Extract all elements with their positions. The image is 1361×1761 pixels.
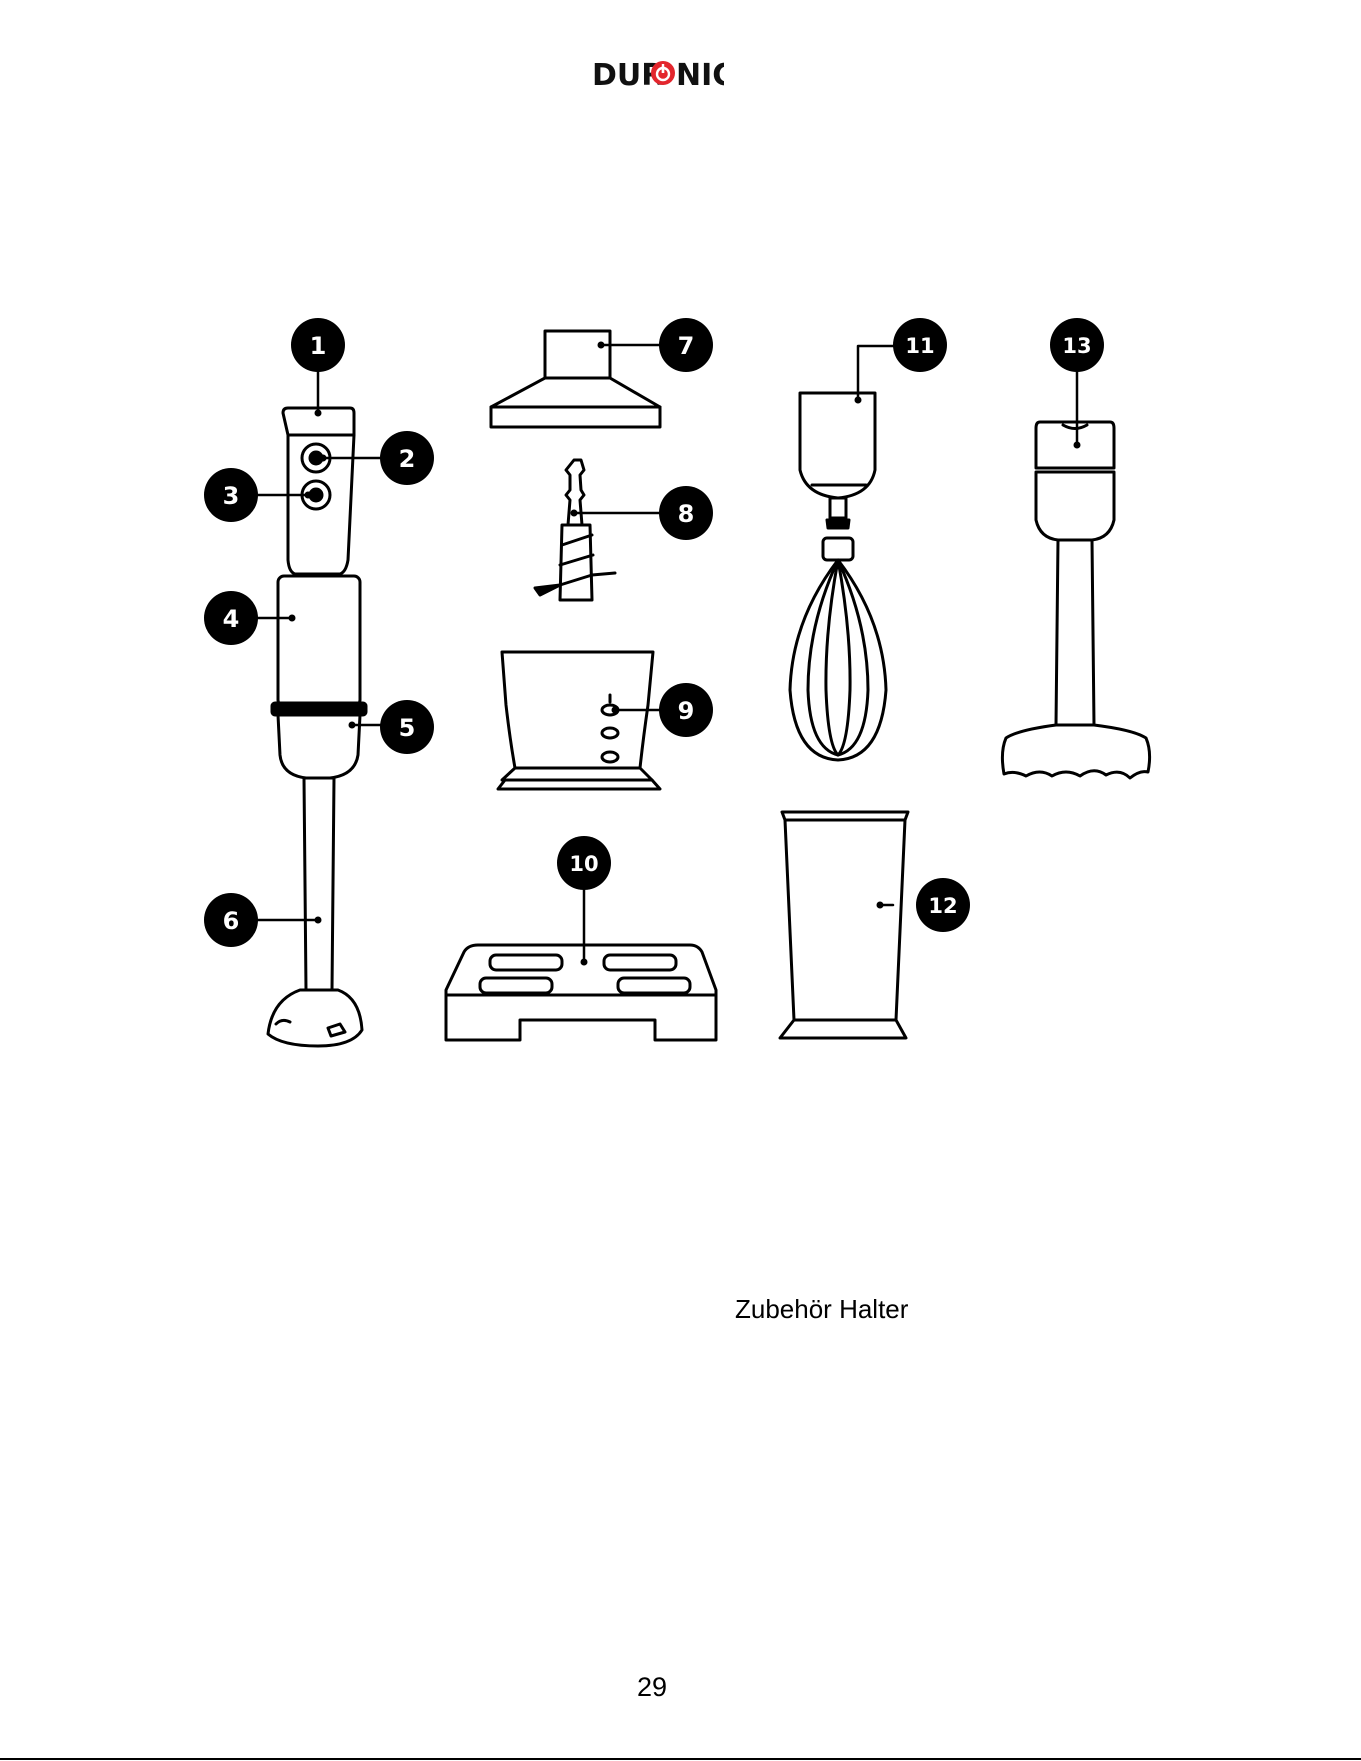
svg-text:9: 9 <box>678 697 695 725</box>
callout-5: 5 <box>380 700 434 754</box>
svg-text:6: 6 <box>223 907 240 935</box>
svg-text:7: 7 <box>678 332 695 360</box>
callout-3: 3 <box>204 468 258 522</box>
accessory-holder-caption: Zubehör Halter <box>735 1294 908 1325</box>
chopper-bowl <box>498 652 660 789</box>
page-number: 29 <box>637 1672 667 1703</box>
blending-foot <box>1002 422 1149 778</box>
callout-2: 2 <box>380 431 434 485</box>
beaker <box>780 812 908 1038</box>
svg-text:3: 3 <box>223 482 240 510</box>
parts-diagram: 1 2 3 4 5 6 7 8 <box>0 0 1361 1100</box>
callout-8: 8 <box>659 486 713 540</box>
svg-text:4: 4 <box>223 605 240 633</box>
svg-text:13: 13 <box>1062 334 1091 358</box>
footer-divider <box>0 1758 1361 1760</box>
accessory-holder <box>446 945 716 1040</box>
callout-13: 13 <box>1050 318 1104 372</box>
callout-11: 11 <box>893 318 947 372</box>
callouts: 1 2 3 4 5 6 7 8 <box>204 318 1104 947</box>
callout-10: 10 <box>557 836 611 890</box>
svg-text:1: 1 <box>310 332 327 360</box>
callout-7: 7 <box>659 318 713 372</box>
callout-12: 12 <box>916 878 970 932</box>
svg-text:8: 8 <box>678 500 695 528</box>
svg-text:5: 5 <box>399 714 416 742</box>
leader-lines <box>258 345 1077 962</box>
callout-4: 4 <box>204 591 258 645</box>
callout-6: 6 <box>204 893 258 947</box>
chopper-blade <box>535 460 615 600</box>
callout-1: 1 <box>291 318 345 372</box>
svg-text:12: 12 <box>928 894 957 918</box>
svg-text:2: 2 <box>399 445 416 473</box>
svg-text:11: 11 <box>905 334 934 358</box>
svg-text:10: 10 <box>569 852 598 876</box>
callout-9: 9 <box>659 683 713 737</box>
whisk-attachment <box>790 393 886 760</box>
